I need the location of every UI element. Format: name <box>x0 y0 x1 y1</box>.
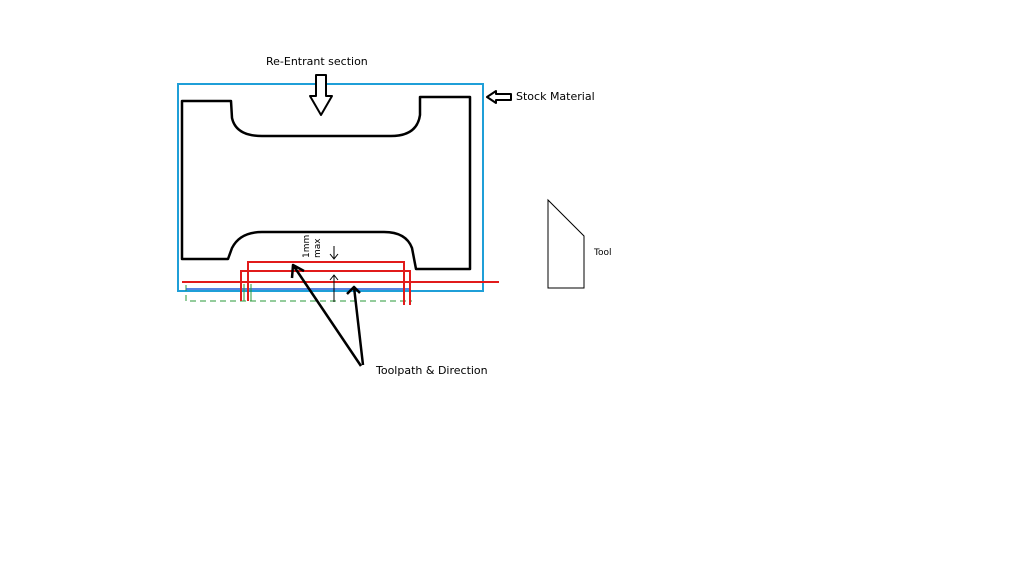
dimension-qualifier-label: max <box>313 238 323 258</box>
red-toolpath-inner <box>247 261 405 305</box>
stock-material-label: Stock Material <box>516 90 595 103</box>
tool-label: Tool <box>593 248 611 258</box>
toolpath-pointer-right-icon <box>346 285 365 366</box>
green-dashed-toolpath <box>185 285 412 302</box>
dimension-arrow-down-icon <box>329 246 339 260</box>
stock-arrow-icon <box>486 90 512 104</box>
dimension-arrow-up-icon <box>329 274 339 302</box>
dimension-value-label: 1mm <box>302 235 312 258</box>
green-pass-marks <box>243 284 252 301</box>
reentrant-arrow-icon <box>309 74 333 116</box>
part-outline <box>180 95 472 271</box>
red-toolpath-middle <box>240 270 411 305</box>
toolpath-pointer-left-icon <box>290 263 363 367</box>
tool-shape <box>547 198 585 289</box>
toolpath-direction-label: Toolpath & Direction <box>375 364 488 377</box>
stock-material-outline <box>177 83 484 292</box>
reentrant-label: Re-Entrant section <box>266 55 368 68</box>
